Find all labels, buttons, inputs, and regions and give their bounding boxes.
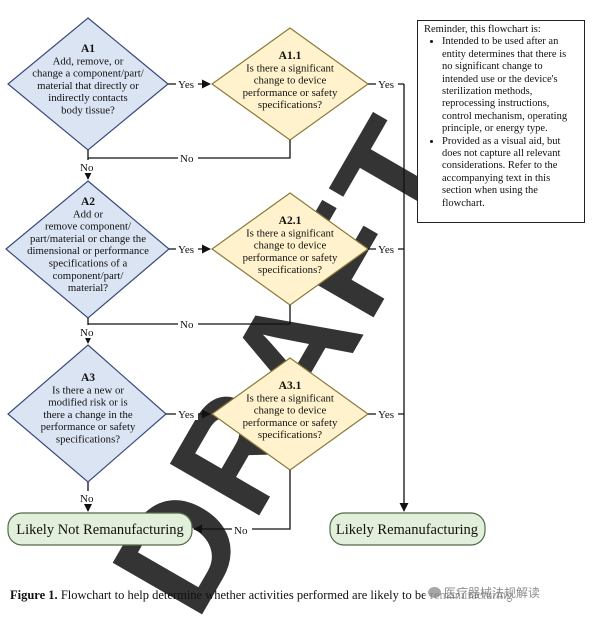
a31-id-label: A3.1 — [279, 380, 302, 392]
a2-line-1: Add or — [73, 208, 104, 220]
a1-line-2: change a component/part/ — [32, 68, 144, 80]
a31-line-1: Is there a significant — [246, 392, 334, 404]
caption-label: Figure 1. — [10, 588, 58, 602]
label-no-a3-1: No — [234, 525, 248, 537]
a31-line-4: specifications? — [258, 429, 322, 441]
a21-id-label: A2.1 — [279, 215, 302, 227]
a11-id-label: A1.1 — [279, 50, 302, 62]
label-no-a1: No — [80, 162, 94, 174]
a2-line-6: component/part/ — [53, 270, 124, 282]
a1-line-1: Add, remove, or — [53, 55, 124, 67]
a2-line-4: dimensional or performance — [27, 245, 149, 257]
a3-line-3: there a change in the — [43, 409, 133, 421]
a21-line-2: change to device — [254, 240, 327, 252]
a2-line-3: part/material or change the — [30, 233, 146, 245]
a3-id-label: A3 — [81, 372, 95, 384]
caption-text: Flowchart to help determine whether acti… — [57, 588, 513, 602]
terminal-remanufacturing — [329, 512, 486, 546]
a11-line-4: specifications? — [258, 99, 322, 111]
a31-line-2: change to device — [254, 405, 327, 417]
a2-line-2: remove component/ — [45, 221, 131, 233]
terminal-not-remanufacturing — [7, 512, 193, 546]
label-yes-a1: Yes — [178, 79, 194, 91]
label-no-a1-1: No — [180, 153, 194, 165]
terminal-remanufacturing-label: Likely Remanufacturing — [336, 522, 478, 538]
a3-line-4: performance or safety — [41, 421, 136, 433]
a11-line-1: Is there a significant — [246, 62, 334, 74]
label-yes-a3-1: Yes — [378, 409, 394, 421]
source-watermark-text: 医疗器械法规解读 — [444, 586, 541, 600]
figure-caption: Figure 1. Flowchart to help determine wh… — [10, 588, 595, 603]
reminder-bullet-2: Provided as a visual aid, but does not c… — [442, 136, 578, 210]
reminder-bullet-1: Intended to be used after an entity dete… — [442, 36, 578, 135]
reminder-box: Reminder, this flowchart is: Intended to… — [417, 20, 585, 223]
label-no-a2: No — [80, 327, 94, 339]
a1-line-5: body tissue? — [61, 105, 115, 117]
edge-labels: Yes Yes No No Yes Yes No No Yes Yes No N… — [78, 77, 398, 537]
terminal-not-remanufacturing-label: Likely Not Remanufacturing — [16, 522, 184, 538]
label-yes-a2-1: Yes — [378, 244, 394, 256]
a3-line-2: modified risk or is — [48, 397, 127, 409]
a2-line-7: material? — [68, 282, 108, 294]
source-watermark: 医疗器械法规解读 — [425, 584, 544, 601]
label-yes-a2: Yes — [178, 244, 194, 256]
a1-line-3: material that directly or — [37, 80, 139, 92]
label-yes-a1-1: Yes — [378, 79, 394, 91]
a11-line-3: performance or safety — [243, 87, 338, 99]
label-yes-a3: Yes — [178, 409, 194, 421]
reminder-list: Intended to be used after an entity dete… — [424, 36, 578, 210]
a2-id-label: A2 — [81, 196, 95, 208]
a3-line-1: Is there a new or — [52, 384, 124, 396]
label-no-a3: No — [80, 493, 94, 505]
a21-line-3: performance or safety — [243, 252, 338, 264]
reminder-heading: Reminder, this flowchart is: — [424, 24, 541, 35]
a21-line-4: specifications? — [258, 264, 322, 276]
label-no-a2-1: No — [180, 319, 194, 331]
a31-line-3: performance or safety — [243, 417, 338, 429]
a3-line-5: specifications? — [56, 434, 120, 446]
connectors — [83, 79, 409, 534]
wechat-icon — [428, 587, 441, 598]
a1-line-4: indirectly contacts — [48, 92, 127, 104]
a11-line-2: change to device — [254, 75, 327, 87]
a21-line-1: Is there a significant — [246, 227, 334, 239]
a1-id-label: A1 — [81, 43, 95, 55]
a2-line-5: specifications of a — [49, 258, 128, 270]
